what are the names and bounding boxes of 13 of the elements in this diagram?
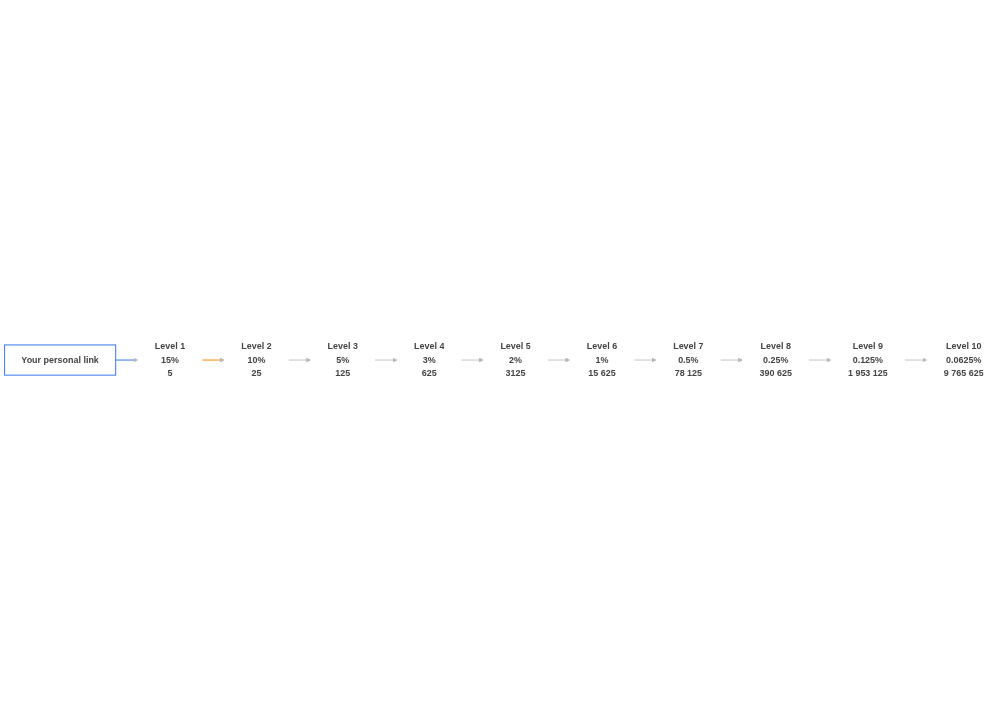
node-text: Level 4 3% 625: [414, 342, 445, 379]
node-text: Level 7 0.5% 78 125: [673, 342, 704, 379]
node-text: Level 6 1% 15 625: [586, 342, 618, 379]
node-text: Level 3 5% 125: [327, 342, 358, 379]
arrow: [201, 358, 225, 363]
node-text: Level 2 10% 25: [241, 342, 272, 379]
arrow: [115, 358, 139, 363]
node-box: Your personal link: [4, 344, 117, 377]
node-text: Level 5 2% 3125: [500, 342, 531, 379]
node-text: Level 1 15% 5: [154, 342, 186, 379]
node-text: Level 9 0.125% 1 953 125: [847, 342, 888, 379]
node-text: Level 10 0.0625% 9 765 625: [943, 342, 984, 379]
node-text: Level 8 0.25% 390 625: [759, 342, 792, 379]
